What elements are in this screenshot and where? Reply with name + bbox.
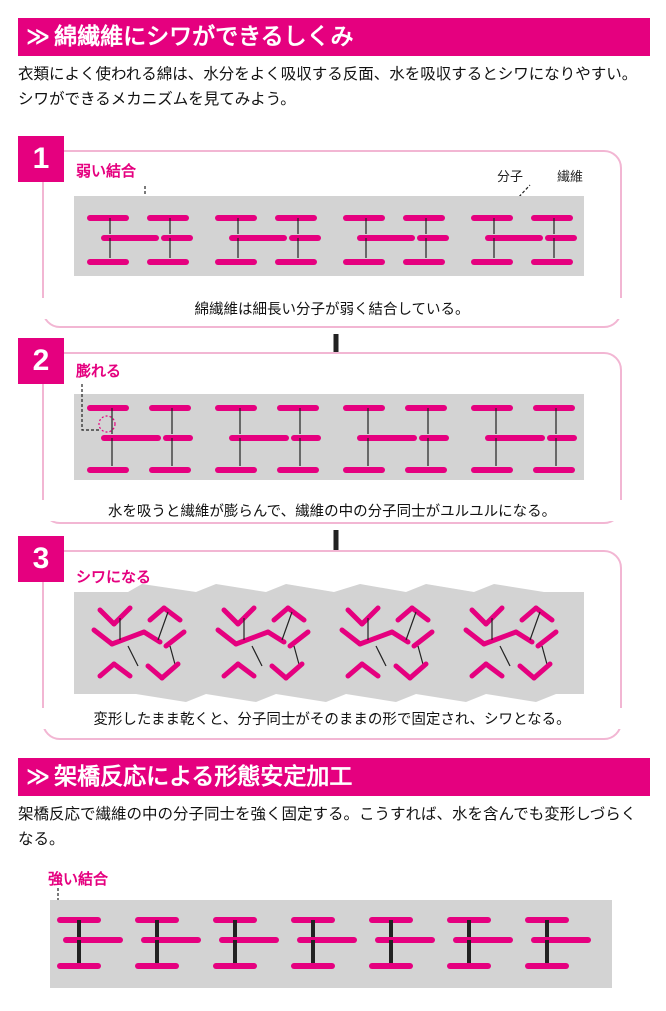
molecule <box>145 663 165 681</box>
section-header-crosslink: ≫架橋反応による形態安定加工 <box>18 758 650 796</box>
section-intro: 衣類によく使われる綿は、水分をよく吸収する反面、水を吸収するとシワになりやすい。… <box>18 65 638 108</box>
molecule <box>481 629 519 647</box>
molecule <box>345 661 365 679</box>
molecule <box>271 605 291 623</box>
strong-bond-label: 強い結合 <box>48 870 109 888</box>
step-2-diagram <box>74 384 584 480</box>
molecule <box>161 605 183 623</box>
molecule <box>215 627 239 647</box>
section-intro: 架橋反応で繊維の中の分子同士を強く固定する。こうすれば、水を含んでも変形しづらく… <box>18 805 637 848</box>
molecule <box>533 605 555 623</box>
molecule <box>483 605 505 627</box>
molecule <box>233 629 271 647</box>
molecule <box>97 661 117 679</box>
fiber-band <box>50 900 612 988</box>
molecule <box>345 607 365 627</box>
step-1-caption: 綿繊維は細長い分子が弱く結合している。 <box>42 298 622 319</box>
molecule <box>469 607 489 627</box>
molecule <box>463 627 487 647</box>
step-1-diagram <box>74 184 584 276</box>
chevron-icon: ≫ <box>26 24 51 50</box>
molecule-group <box>87 215 577 265</box>
step-2-number: 2 <box>18 338 64 384</box>
swell-pointer <box>81 384 100 431</box>
molecule-group <box>91 605 559 681</box>
crosslink-diagram <box>50 888 612 988</box>
step-2-caption: 水を吸うと繊維が膨らんで、繊維の中の分子同士がユルユルになる。 <box>42 500 622 521</box>
molecule <box>407 661 429 681</box>
molecule <box>389 629 411 645</box>
bond <box>157 611 169 641</box>
molecule-label: 分子 <box>497 170 524 185</box>
molecule <box>163 629 187 649</box>
molecule <box>235 661 257 679</box>
molecule <box>519 605 539 623</box>
step-3-diagram <box>74 584 584 702</box>
step-1-label: 弱い結合 <box>76 162 137 180</box>
molecule <box>159 661 181 681</box>
bond <box>251 645 263 667</box>
molecule <box>235 605 257 627</box>
molecule <box>395 605 415 623</box>
bond <box>375 645 387 667</box>
bond <box>499 645 511 667</box>
step-3-caption: 変形したまま乾くと、分子同士がそのままの形で固定され、シワとなる。 <box>42 708 622 729</box>
molecule <box>111 605 133 627</box>
molecule <box>535 629 559 649</box>
molecule-group <box>57 917 591 969</box>
step-3-number: 3 <box>18 536 64 582</box>
molecule <box>393 663 413 681</box>
molecule <box>265 629 287 645</box>
molecule <box>147 605 167 623</box>
molecule <box>411 629 435 649</box>
molecule <box>221 607 241 627</box>
step-1-number: 1 <box>18 136 64 182</box>
fiber-label: 繊維 <box>557 170 584 185</box>
molecule <box>97 607 117 627</box>
step-2-label: 膨れる <box>76 362 122 380</box>
section-title: 綿繊維にシワができるしくみ <box>54 24 354 50</box>
molecule <box>141 629 163 645</box>
molecule <box>359 605 381 627</box>
bond <box>127 645 139 667</box>
section-title: 架橋反応による形態安定加工 <box>54 764 353 790</box>
molecule <box>287 629 311 649</box>
molecule <box>513 629 535 645</box>
molecule <box>283 661 305 681</box>
molecule <box>531 661 553 681</box>
molecule <box>469 661 489 679</box>
molecule <box>357 629 395 647</box>
molecule <box>111 661 133 679</box>
molecule <box>409 605 431 623</box>
molecule <box>109 629 147 647</box>
wrinkled-fiber-band <box>74 584 584 702</box>
bond <box>405 611 417 641</box>
chevron-icon: ≫ <box>26 764 51 790</box>
molecule <box>285 605 307 623</box>
molecule-group <box>87 405 577 473</box>
molecule <box>221 661 241 679</box>
molecule <box>91 627 115 647</box>
step-3-label: シワになる <box>76 568 152 586</box>
molecule <box>517 663 537 681</box>
molecule <box>339 627 363 647</box>
molecule <box>359 661 381 679</box>
swell-circle <box>98 415 116 433</box>
bond <box>281 611 293 641</box>
bond <box>529 611 541 641</box>
molecule <box>269 663 289 681</box>
section-header-wrinkle: ≫綿繊維にシワができるしくみ <box>18 18 650 56</box>
molecule <box>483 661 505 679</box>
